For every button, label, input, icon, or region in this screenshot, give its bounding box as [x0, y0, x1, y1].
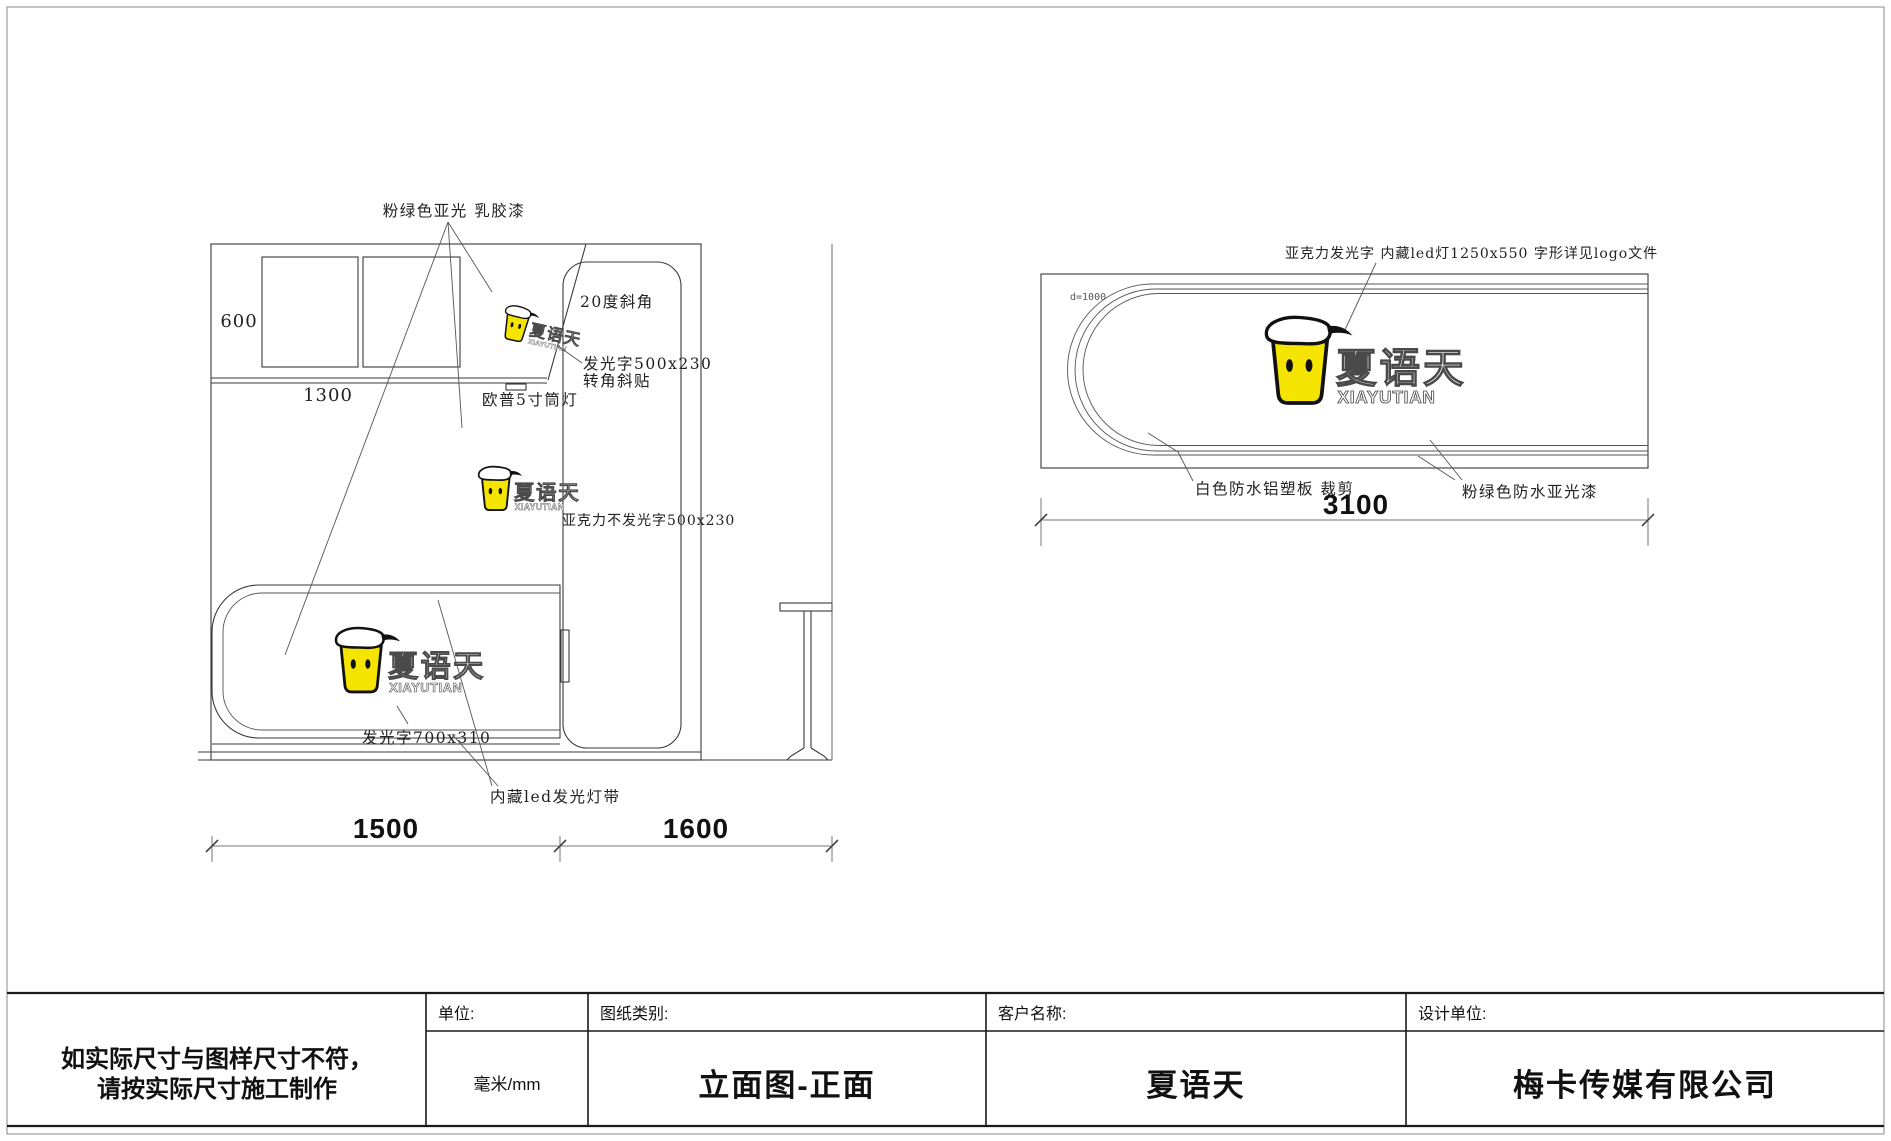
logo-en-text: XIAYUTIAN — [1338, 387, 1436, 407]
counter-side-handle — [560, 629, 570, 683]
lit-sign-note-line1: 发光字500x230 — [583, 355, 712, 373]
left-elevation-drawing: 粉绿色亚光 乳胶漆 600 1300 夏语天 XIAYUTIAN 20度斜角 发… — [198, 202, 839, 862]
dim-tick — [825, 839, 839, 853]
title-block: 如实际尺寸与图样尺寸不符， 请按实际尺寸施工制作 单位: 毫米/mm 图纸类别:… — [7, 991, 1884, 1128]
client-label: 客户名称: — [998, 1005, 1066, 1023]
logo-en-text: XIAYUTIAN — [389, 680, 462, 695]
client-value: 夏语天 — [1147, 1068, 1246, 1103]
bevel-edge-line — [547, 243, 587, 381]
dim-tick — [553, 839, 567, 853]
side-panel-outline — [562, 261, 682, 749]
lit-sign-note-line2: 转角斜贴 — [583, 372, 651, 390]
signboard-drawing: 亚克力发光字 内藏led灯1250x550 字形详见logo文件 d=1000 … — [1034, 246, 1658, 546]
dim-1600-label: 1600 — [663, 813, 729, 844]
signboard-outline — [1040, 273, 1649, 469]
counter-outline-inner — [222, 592, 560, 731]
paint-leader-2 — [447, 221, 463, 429]
capsule-line-inner — [1082, 293, 1648, 446]
board-note-label: 白色防水铝塑板 裁剪 — [1195, 480, 1354, 498]
counter-sign-note-label: 发光字700x310 — [362, 729, 491, 747]
led-note-label: 内藏led发光灯带 — [490, 788, 621, 806]
green-paint-note-label: 粉绿色防水亚光漆 — [1462, 483, 1598, 501]
capsule-line-middle — [1074, 288, 1648, 452]
paint-leader-3 — [284, 221, 449, 656]
paint-leader-1 — [447, 221, 493, 293]
upper-cabinet-left — [261, 256, 359, 368]
logo-zh-text: 夏语天 — [514, 481, 580, 504]
logo-en-text: XIAYUTIAN — [515, 502, 565, 512]
designer-label: 设计单位: — [1418, 1005, 1486, 1023]
dim-tick — [1034, 513, 1048, 527]
downlight-note-label: 欧普5寸筒灯 — [482, 391, 578, 409]
logo-counter-sign: 夏语天 XIAYUTIAN — [334, 626, 485, 695]
acrylic-note-label: 亚克力不发光字500x230 — [562, 513, 735, 529]
logo-zh-text: 夏语天 — [388, 650, 485, 683]
designer-value: 梅卡传媒有限公司 — [1513, 1068, 1777, 1103]
dim-3100-label: 3100 — [1323, 489, 1389, 520]
unit-value: 毫米/mm — [473, 1075, 540, 1094]
logo-signboard: 夏语天 XIAYUTIAN — [1264, 315, 1467, 407]
dim-1500-label: 1500 — [353, 813, 419, 844]
bar-table-foot — [785, 747, 830, 761]
dim-600-label: 600 — [220, 311, 257, 332]
logo-wall-sign: 夏语天 XIAYUTIAN — [477, 465, 580, 512]
dim-tick — [205, 839, 219, 853]
category-value: 立面图-正面 — [698, 1068, 875, 1103]
note-line1: 如实际尺寸与图样尺寸不符， — [61, 1045, 373, 1073]
logo-bevel-sign: 夏语天 XIAYUTIAN — [499, 303, 583, 354]
note-line2: 请按实际尺寸施工制作 — [97, 1075, 337, 1103]
bevel-note-label: 20度斜角 — [580, 293, 654, 311]
board-note-leader — [1147, 432, 1194, 482]
downlight-fixture — [505, 383, 527, 391]
paint-note-label: 粉绿色亚光 乳胶漆 — [383, 202, 525, 220]
acrylic-led-note-label: 亚克力发光字 内藏led灯1250x550 字形详见logo文件 — [1285, 246, 1658, 262]
led-leader-1 — [437, 599, 493, 787]
page-border — [6, 6, 1885, 1135]
logo-zh-text: 夏语天 — [1336, 345, 1467, 391]
counter-outline-outer — [211, 584, 561, 739]
capsule-line-outer — [1067, 283, 1648, 456]
bar-table-top — [779, 602, 833, 612]
counter-sign-leader — [396, 705, 409, 725]
unit-label: 单位: — [438, 1005, 474, 1023]
category-label: 图纸类别: — [600, 1005, 668, 1023]
dim-1300-label: 1300 — [303, 385, 353, 406]
led-leader-2 — [451, 733, 499, 787]
green-paint-leader-1 — [1429, 439, 1463, 481]
green-paint-leader-2 — [1417, 455, 1456, 481]
upper-cabinet-right — [362, 256, 461, 368]
lit-sign-leader — [557, 345, 583, 364]
acrylic-led-leader — [1343, 262, 1377, 333]
dim-tick — [1641, 513, 1655, 527]
d1000-label: d=1000 — [1070, 292, 1106, 303]
